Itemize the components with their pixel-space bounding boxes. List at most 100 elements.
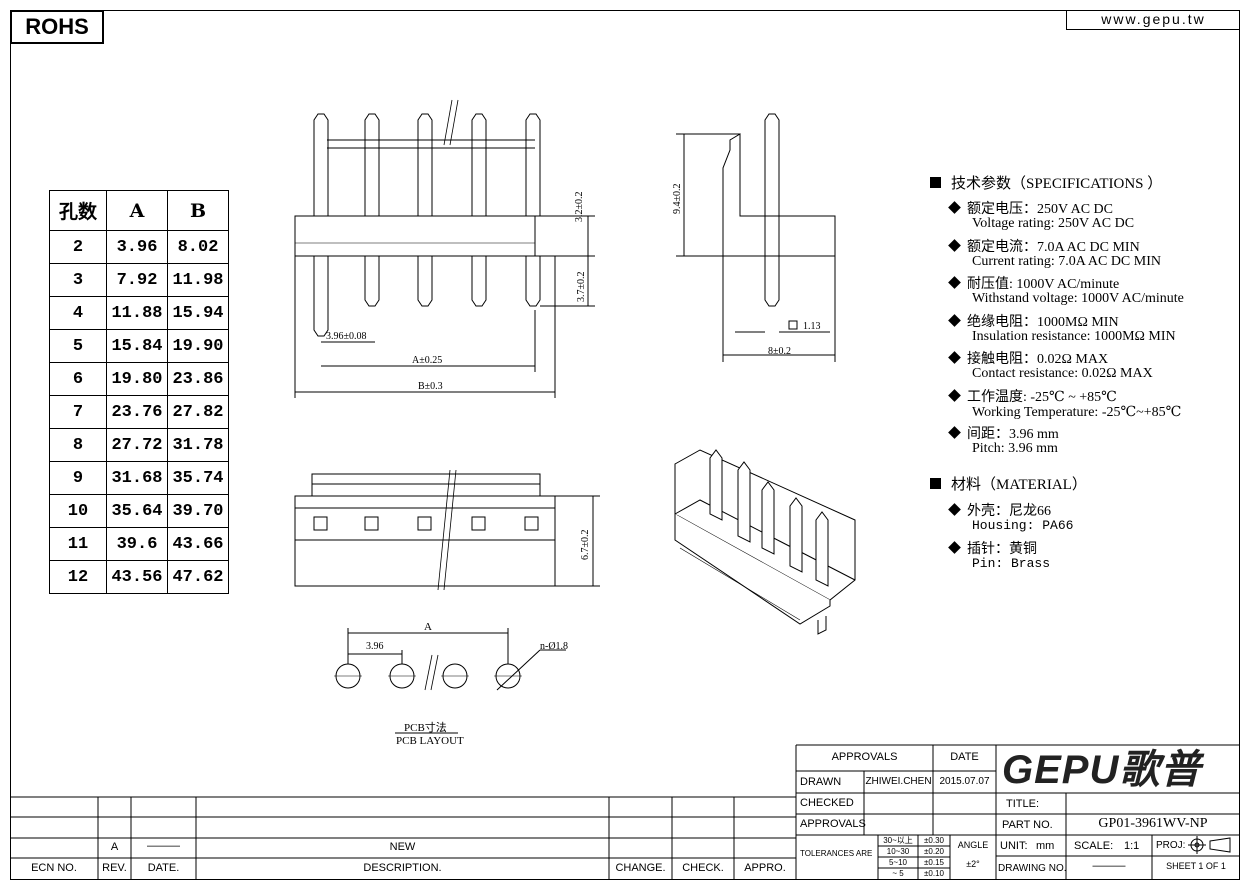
cell-pin-count: 5 (49, 329, 107, 363)
dim-pin-size: 1.13 (803, 321, 821, 332)
tb-drawing-no: ——— (1092, 860, 1126, 872)
rev-header-rev: REV. (102, 862, 127, 874)
material-item-cn-text: 插针：黄铜 (967, 542, 1037, 557)
tb-scale-label: SCALE: (1074, 840, 1114, 852)
tb-tolerances-label: TOLERANCES ARE (800, 849, 873, 858)
pcb-layout (334, 628, 566, 734)
cell-b: 8.02 (167, 230, 229, 264)
spec-item-cn: 额定电流：7.0A AC DC MIN (948, 236, 1140, 256)
rev-header-change: CHANGE. (615, 862, 666, 874)
tb-drawing-no-label: DRAWING NO. (998, 863, 1067, 874)
spec-item-cn-text: 接触电阻：0.02Ω MAX (967, 352, 1109, 367)
spec-item-cn-text: 额定电流：7.0A AC DC MIN (967, 239, 1140, 255)
material-item-en: Pin: Brass (972, 556, 1051, 571)
tolerance-value: ±0.20 (924, 847, 944, 856)
spec-item-cn: 接触电阻：0.02Ω MAX (948, 348, 1109, 368)
cell-b: 43.66 (167, 527, 229, 561)
drawing-frame (10, 10, 1240, 880)
cell-pin-count: 8 (49, 428, 107, 462)
gepu-logo: GEPU歌普 (1002, 748, 1202, 792)
spec-item-en: Pitch: 3.96 mm (972, 441, 1058, 456)
cell-b: 31.78 (167, 428, 229, 462)
tb-drawn-date: 2015.07.07 (939, 776, 990, 787)
cell-b: 15.94 (167, 296, 229, 330)
tb-approvals-header: APPROVALS (831, 751, 898, 763)
cell-a: 7.92 (106, 263, 168, 297)
header-b: B (167, 190, 229, 231)
spec-item-cn: 额定电压：250V AC DC (948, 198, 1113, 218)
spec-item-cn: 绝缘电阻：1000MΩ MIN (948, 311, 1119, 331)
rev-date: ——— (147, 840, 180, 852)
cell-a: 3.96 (106, 230, 168, 264)
cell-a: 31.68 (106, 461, 168, 495)
tolerance-range: 10~30 (886, 847, 910, 856)
spec-item-cn-text: 额定电压：250V AC DC (967, 202, 1113, 217)
cell-a: 11.88 (106, 296, 168, 330)
website-label: www.gepu.tw (1066, 10, 1240, 30)
tolerance-range: 5~10 (888, 858, 908, 867)
tb-proj-label: PROJ: (1156, 840, 1186, 851)
tolerance-value: ±0.10 (924, 869, 944, 878)
dim-pcb-a: A (424, 621, 432, 633)
tolerance-range: 30~以上 (883, 836, 913, 845)
dim-pitch: 3.96±0.08 (326, 331, 367, 342)
material-title-text: 材料（MATERIAL） (951, 477, 1087, 493)
tb-angle-tol: ±2° (966, 859, 980, 869)
tb-part-no-label: PART NO. (1002, 819, 1053, 831)
cell-pin-count: 2 (49, 230, 107, 264)
cell-a: 23.76 (106, 395, 168, 429)
cell-pin-count: 9 (49, 461, 107, 495)
cell-b: 39.70 (167, 494, 229, 528)
tb-drawn-label: DRAWN (800, 776, 842, 788)
tb-checked-label: CHECKED (800, 797, 854, 809)
rev-description: NEW (389, 841, 416, 853)
spec-item-cn: 耐压值: 1000V AC/minute (948, 273, 1120, 293)
tb-angle-label: ANGLE (957, 840, 989, 850)
spec-item-en: Withstand voltage: 1000V AC/minute (972, 291, 1184, 306)
tb-date-header: DATE (950, 751, 979, 763)
tb-title-label: TITLE: (1006, 798, 1040, 810)
specs-title-text: 技术参数（SPECIFICATIONS ） (951, 176, 1163, 192)
table-header-row: 孔数 A B (49, 190, 229, 231)
spec-item-cn-text: 耐压值: 1000V AC/minute (967, 277, 1120, 292)
tb-unit: mm (1036, 840, 1055, 852)
rev-header-check: CHECK. (682, 862, 724, 874)
pcb-title-cn: PCB寸法 (404, 722, 447, 734)
spec-item-en: Voltage rating: 250V AC DC (972, 216, 1135, 231)
tb-drawn-by: ZHIWEI.CHEN (865, 776, 932, 787)
proj-icon (1188, 836, 1231, 854)
tb-scale: 1:1 (1124, 840, 1140, 852)
spec-item-cn-text: 工作温度: -25℃ ~ +85℃ (967, 389, 1117, 405)
cell-a: 19.80 (106, 362, 168, 396)
cell-b: 27.82 (167, 395, 229, 429)
material-title: 材料（MATERIAL） (930, 473, 1087, 494)
header-pin-count: 孔数 (49, 190, 107, 231)
bottom-view (294, 469, 600, 591)
tolerance-value: ±0.30 (924, 836, 944, 845)
rev-value: A (110, 841, 119, 853)
tb-sheet: SHEET 1 OF 1 (1166, 861, 1226, 871)
spec-item-en: Insulation resistance: 1000MΩ MIN (972, 328, 1176, 344)
dim-pcb-hole: n-Ø1.8 (540, 641, 569, 652)
cell-b: 23.86 (167, 362, 229, 396)
isometric-view (674, 449, 856, 635)
square-bullet-icon (930, 478, 941, 489)
dim-pcb-pitch: 3.96 (366, 641, 384, 652)
specs-title: 技术参数（SPECIFICATIONS ） (930, 172, 1162, 193)
material-item-cn-text: 外壳：尼龙66 (967, 504, 1051, 519)
cell-a: 39.6 (106, 527, 168, 561)
dim-a: A±0.25 (412, 355, 443, 366)
square-bullet-icon (930, 177, 941, 188)
spec-item-en: Current rating: 7.0A AC DC MIN (972, 253, 1161, 269)
spec-item-en: Contact resistance: 0.02Ω MAX (972, 366, 1153, 381)
rev-header-ecn: ECN NO. (31, 862, 77, 874)
